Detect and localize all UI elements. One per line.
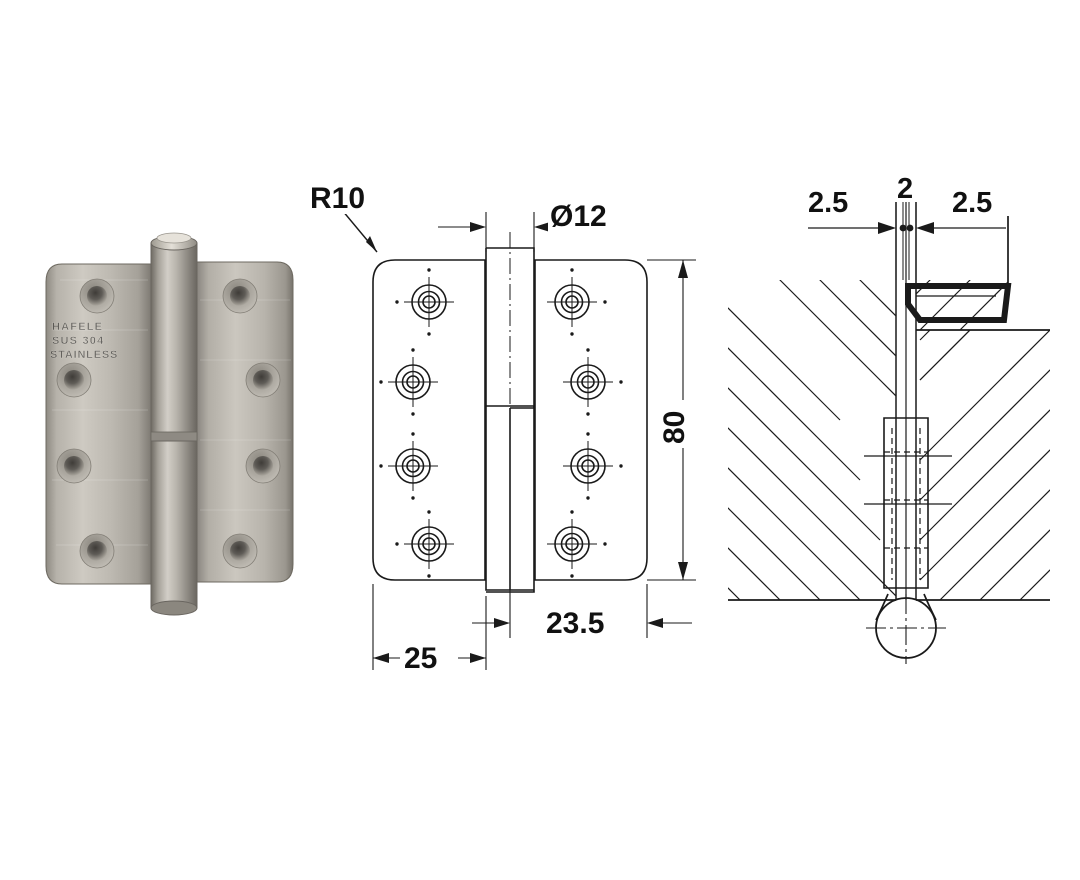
screw-hole [245, 362, 281, 398]
hatch-left-member [728, 280, 896, 600]
product-photo: HAFELE SUS 304 STAINLESS [0, 0, 330, 880]
screw-hole [222, 533, 258, 569]
knuckle-left-edge [485, 248, 534, 591]
front-view-svg: R10 Ø12 80 25 23.5 [308, 180, 702, 675]
screw-hole [79, 278, 115, 314]
hatch-right-member [919, 330, 1050, 600]
screw-hole [245, 448, 281, 484]
left-leaf-outline [372, 259, 486, 581]
dimension-labels: R10 Ø12 80 25 23.5 [308, 180, 702, 675]
seal-gasket-profile [905, 283, 1012, 323]
label-leaf-thickness: 2 [897, 173, 913, 205]
hinge-photo-svg: HAFELE SUS 304 STAINLESS [45, 232, 294, 616]
screw-hole-symbol [563, 348, 623, 416]
pocket-centre-marks [864, 455, 952, 505]
section-view-drawing: 2.5 2 2.5 [720, 170, 1080, 670]
label-r10: R10 [310, 182, 365, 215]
label-dia12: Ø12 [550, 200, 607, 233]
label-23-5: 23.5 [546, 607, 604, 640]
screw-hole [222, 278, 258, 314]
emboss-line-2: SUS 304 [52, 335, 104, 347]
section-dimension-labels: 2.5 2 2.5 [806, 170, 1026, 219]
screw-hole-symbol [547, 268, 607, 336]
dimension-r10 [341, 209, 378, 253]
dimension-gaps [808, 198, 1006, 280]
screw-hole-symbol [563, 432, 623, 500]
screw-hole-symbol [395, 510, 454, 578]
emboss-line-3: STAINLESS [50, 349, 118, 361]
leaf-pocket-outline [883, 417, 929, 589]
label-25: 25 [404, 642, 437, 675]
screw-hole-symbol [547, 510, 607, 578]
screw-hole [56, 362, 92, 398]
hinge-right-leaf [196, 261, 294, 583]
hinge-left-leaf: HAFELE SUS 304 STAINLESS [45, 263, 152, 585]
screw-hole [56, 448, 92, 484]
label-gap-right: 2.5 [952, 187, 992, 219]
hinge-pin-knuckle [150, 232, 198, 616]
screw-hole-symbol [395, 268, 454, 336]
pivot-knuckle-circle [866, 593, 946, 664]
screw-hole [79, 533, 115, 569]
dimension-80 [647, 259, 696, 581]
dimension-25 [372, 584, 487, 670]
screw-hole-symbol [379, 432, 438, 500]
emboss-line-1: HAFELE [52, 321, 103, 333]
right-leaf-outline [534, 259, 648, 581]
section-view-svg: 2.5 2 2.5 [728, 170, 1050, 664]
front-view-drawing: R10 Ø12 80 25 23.5 [300, 160, 720, 700]
embossed-brand-text: HAFELE SUS 304 STAINLESS [50, 321, 118, 361]
label-80: 80 [658, 411, 691, 444]
label-gap-left: 2.5 [808, 187, 848, 219]
dimension-23-5 [472, 584, 692, 638]
screw-hole-symbol [379, 348, 438, 416]
